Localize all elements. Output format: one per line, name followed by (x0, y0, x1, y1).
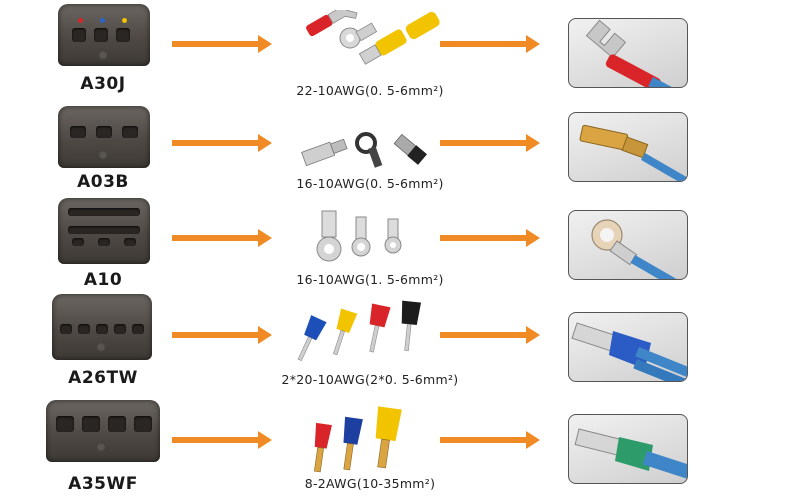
crimp-die-a03b (58, 106, 150, 168)
crimp-die-a26tw (52, 294, 152, 360)
arrow-right-icon (172, 134, 272, 152)
model-label: A30J (80, 74, 126, 94)
crimp-die-a10 (58, 198, 150, 264)
terminal-image (301, 132, 428, 168)
arrow-right-icon (172, 326, 272, 344)
arrow-right-icon (440, 229, 540, 247)
crimp-die-a30j (58, 4, 150, 66)
crimp-row-a10: A10 16-10AWG(1. 5-6mm²) (0, 196, 790, 296)
crimp-die-a35wf (46, 400, 160, 462)
crimped-terminal-photo (568, 18, 688, 88)
arrow-right-icon (172, 431, 272, 449)
arrow-right-icon (440, 35, 540, 53)
model-label: A03B (77, 172, 129, 192)
awg-spec: 2*20-10AWG(2*0. 5-6mm²) (281, 372, 459, 387)
terminal-image (314, 406, 402, 473)
terminal-image (316, 210, 402, 262)
crimped-terminal-photo (568, 414, 688, 484)
crimped-terminal-photo (568, 112, 688, 182)
terminal-image (306, 10, 440, 65)
crimp-row-a35wf: A35WF 8-2AWG(10-35mm²) (0, 392, 790, 494)
awg-spec: 8-2AWG(10-35mm²) (304, 476, 436, 491)
crimp-row-a26tw: A26TW 2*20-10AWG(2*0. 5-6mm²) (0, 292, 790, 392)
arrow-right-icon (440, 134, 540, 152)
crimp-row-a03b: A03B 16-10AWG(0. 5-6mm²) (0, 100, 790, 200)
awg-spec: 16-10AWG(1. 5-6mm²) (296, 272, 444, 287)
arrow-right-icon (440, 431, 540, 449)
crimped-terminal-photo (568, 312, 688, 382)
model-label: A26TW (68, 368, 138, 388)
model-label: A35WF (68, 474, 138, 494)
arrow-right-icon (440, 326, 540, 344)
terminal-image (297, 300, 422, 362)
crimp-row-a30j: A30J 22-10AWG(0. 5-6mm²) (0, 0, 790, 100)
crimped-terminal-photo (568, 210, 688, 280)
awg-spec: 16-10AWG(0. 5-6mm²) (296, 176, 444, 191)
model-label: A10 (83, 270, 123, 290)
awg-spec: 22-10AWG(0. 5-6mm²) (296, 83, 444, 98)
arrow-right-icon (172, 229, 272, 247)
arrow-right-icon (172, 35, 272, 53)
